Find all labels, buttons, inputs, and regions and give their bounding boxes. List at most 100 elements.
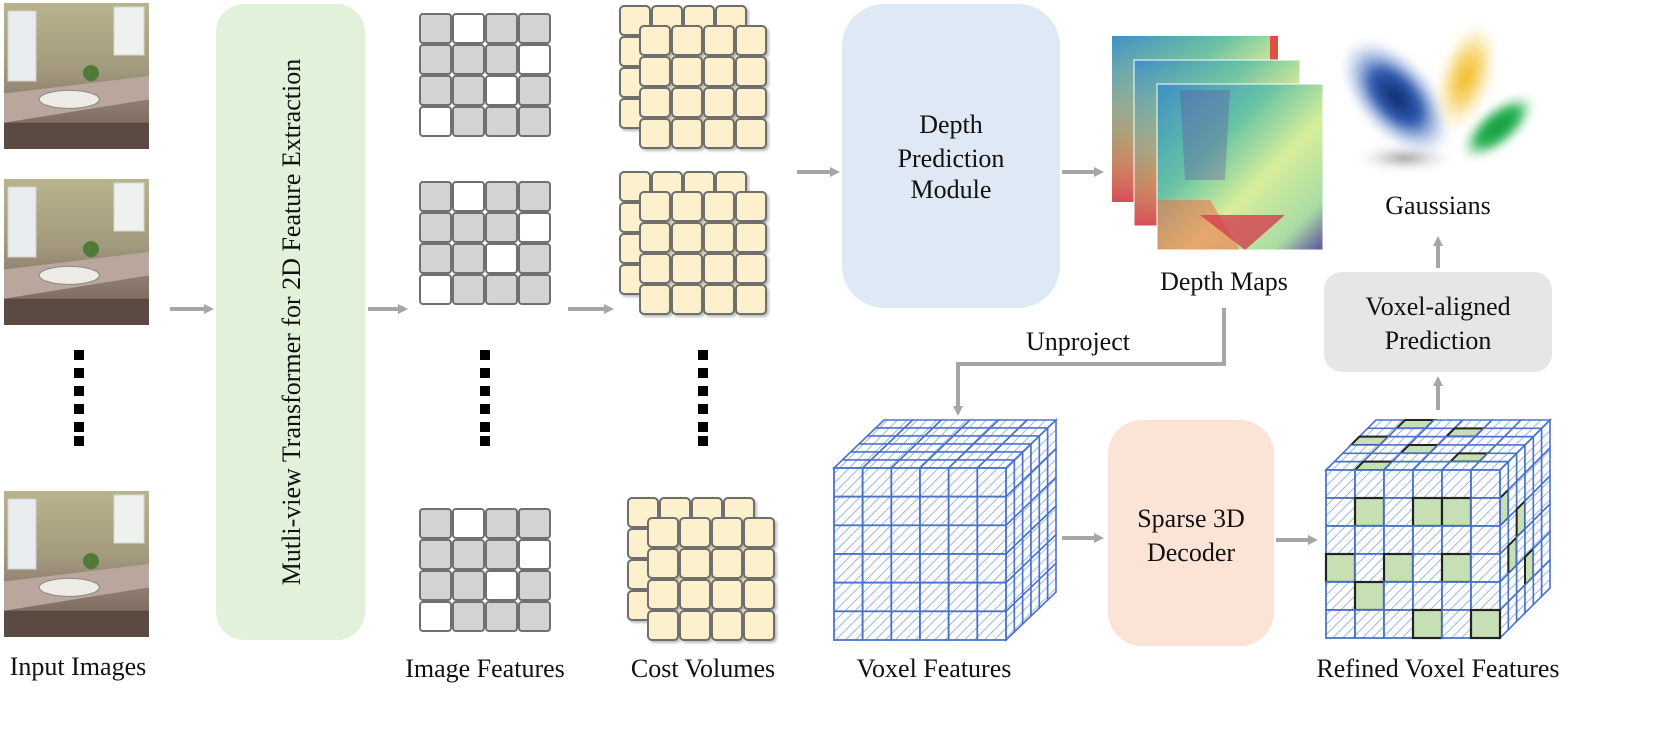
feature-cell (485, 181, 518, 212)
sparse-decoder-box (1108, 420, 1274, 646)
voxel-front-cell (861, 495, 893, 527)
cost-cell (671, 56, 703, 87)
voxel-front-cell (1411, 608, 1444, 640)
cost-cell (679, 517, 711, 548)
photo-sink (38, 89, 100, 109)
unproject-arrow (953, 308, 1226, 416)
voxel-front-cell (890, 495, 921, 527)
voxel-front-cell (890, 610, 921, 641)
cost-cell (703, 222, 735, 253)
voxel-front-cell (1470, 469, 1501, 499)
refined-voxel-features-cube (1324, 418, 1552, 640)
voxel-front-cell (1324, 552, 1357, 584)
voxel-front-cell (1383, 497, 1414, 527)
voxel-front-cell (861, 610, 893, 641)
feature-cell (419, 508, 452, 539)
voxel-front-cell (1441, 525, 1472, 555)
cost-cell (639, 191, 671, 222)
cost-cell (639, 25, 671, 56)
feature-cell (419, 44, 452, 75)
cost-cell (679, 610, 711, 641)
feature-cell (518, 75, 551, 106)
feature-cell (452, 75, 485, 106)
depth-maps-stack (1112, 36, 1324, 251)
cost-cell (711, 610, 743, 641)
cost-volume-stacks (619, 5, 775, 641)
cost-cell (703, 25, 735, 56)
depth-map-front (1156, 83, 1324, 251)
voxel-front-cell (947, 495, 979, 527)
feature-grid-2 (419, 181, 551, 305)
input-image-1 (4, 3, 149, 149)
voxel-front-cell (1441, 581, 1472, 611)
voxel-front-cell (833, 581, 864, 613)
voxel-front-cell (1411, 496, 1444, 528)
feature-cell (485, 212, 518, 243)
refined-voxel-features-label: Refined Voxel Features (1316, 654, 1559, 683)
voxel-front-cell (947, 610, 979, 641)
voxel-front-cell (1354, 609, 1385, 639)
transformer-box (216, 4, 365, 640)
photo-cabinet (4, 610, 149, 637)
input-images-stack (4, 3, 149, 637)
voxel-prediction-line2: Prediction (1385, 326, 1492, 355)
feature-cell (518, 539, 551, 570)
voxel-side-cell (1046, 561, 1057, 602)
feature-cell (419, 106, 452, 137)
voxel-front-cell (890, 581, 921, 613)
feature-cell (518, 212, 551, 243)
feature-cell (518, 274, 551, 305)
cost-cell (671, 253, 703, 284)
voxel-front-cell (1325, 609, 1356, 639)
cost-volume-2 (619, 171, 767, 315)
feature-cell (518, 570, 551, 601)
photo-sink (38, 265, 100, 285)
feature-cell (485, 13, 518, 44)
image-feature-grids (419, 13, 551, 632)
voxel-front-cell (1470, 553, 1501, 583)
voxel-front-cell (1325, 525, 1356, 555)
photo-plant (83, 553, 99, 570)
depth-prediction-line2: Prediction (898, 144, 1005, 173)
feature-cell (452, 243, 485, 274)
cost-cell (639, 222, 671, 253)
cost-cell (735, 87, 767, 118)
voxel-front-cell (1325, 581, 1356, 611)
cost-cell (647, 579, 679, 610)
photo-cabinet (4, 122, 149, 149)
feature-cell (485, 508, 518, 539)
cost-cell (639, 253, 671, 284)
voxel-front-cell (976, 495, 1007, 527)
cost-cell (647, 548, 679, 579)
cost-cell (703, 118, 735, 149)
cost-volume-3 (627, 497, 775, 641)
cost-grid-front (647, 517, 775, 641)
cost-cell (671, 25, 703, 56)
feature-cell (485, 243, 518, 274)
transformer-label: Mutli-view Transformer for 2D Feature Ex… (277, 59, 306, 585)
feature-cell (452, 106, 485, 137)
voxel-front-cell (976, 553, 1007, 584)
voxel-front-cell (861, 467, 893, 498)
feature-cell (518, 106, 551, 137)
cost-cell (703, 284, 735, 315)
voxel-front-cell (1470, 581, 1501, 611)
input-images-label: Input Images (10, 652, 146, 681)
voxel-front-cell (833, 467, 864, 498)
cost-cell (735, 25, 767, 56)
feature-cell (518, 13, 551, 44)
voxel-front-cell (919, 553, 950, 584)
cost-cell (711, 579, 743, 610)
input-image-2 (4, 179, 149, 325)
cost-cell (703, 56, 735, 87)
voxel-front-cell (861, 524, 893, 555)
voxel-front-cell (890, 553, 921, 584)
cost-cell (679, 579, 711, 610)
voxel-front-cell (833, 524, 864, 555)
sparse-decoder-line1: Sparse 3D (1137, 504, 1245, 533)
voxel-front-cell (1441, 609, 1472, 639)
voxel-prediction-box (1324, 272, 1552, 372)
feature-cell (485, 539, 518, 570)
voxel-front-cell (947, 524, 979, 555)
cost-grid-front (639, 191, 767, 315)
